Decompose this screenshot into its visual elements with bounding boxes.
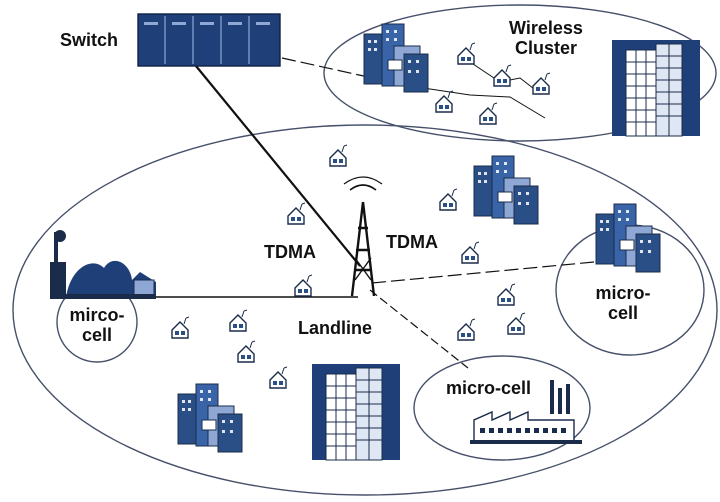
tdma-left-label: TDMA: [264, 242, 316, 262]
main-coverage-ellipse: [12, 124, 718, 496]
mirco-cell-label-line2: cell: [81, 325, 113, 345]
mirco-cell-label: mirco- cell: [60, 305, 134, 345]
office-building-cluster-icon: [595, 203, 661, 273]
wireless-cluster-label: Wireless Cluster: [498, 18, 594, 58]
factory-icon: [470, 380, 582, 444]
micro-cell-right-label-line2: cell: [607, 303, 639, 323]
switch-rack-icon: [137, 13, 281, 67]
landline-label: Landline: [298, 318, 373, 338]
wireless-cluster-label-line2: Cluster: [514, 38, 577, 58]
micro-cell-right-label-line1: micro-: [595, 283, 651, 303]
tower-to-micro-cell-bottom-line: [369, 289, 469, 369]
rural-farm-icon: [50, 230, 156, 299]
micro-cell-right-label: micro- cell: [586, 283, 660, 323]
wireless-cluster-label-line1: Wireless: [509, 18, 583, 38]
mirco-cell-label-line1: mirco-: [69, 305, 125, 325]
office-building-cluster-icon: [363, 23, 429, 93]
cell-tower-icon: [343, 176, 383, 297]
wireless-cluster-ellipse: [323, 4, 717, 142]
skyscraper-icon: [611, 39, 701, 137]
cluster-links: [409, 85, 546, 119]
switch-label: Switch: [60, 30, 119, 50]
tdma-right-label: TDMA: [386, 232, 438, 252]
office-building-cluster-icon: [473, 155, 539, 225]
switch-to-tower-line: [195, 65, 361, 267]
micro-cell-bottom-label: micro-cell: [446, 378, 532, 398]
micro-cell-bottom-ellipse: [413, 355, 591, 461]
office-building-cluster-icon: [177, 383, 243, 453]
skyscraper-icon: [311, 363, 401, 461]
